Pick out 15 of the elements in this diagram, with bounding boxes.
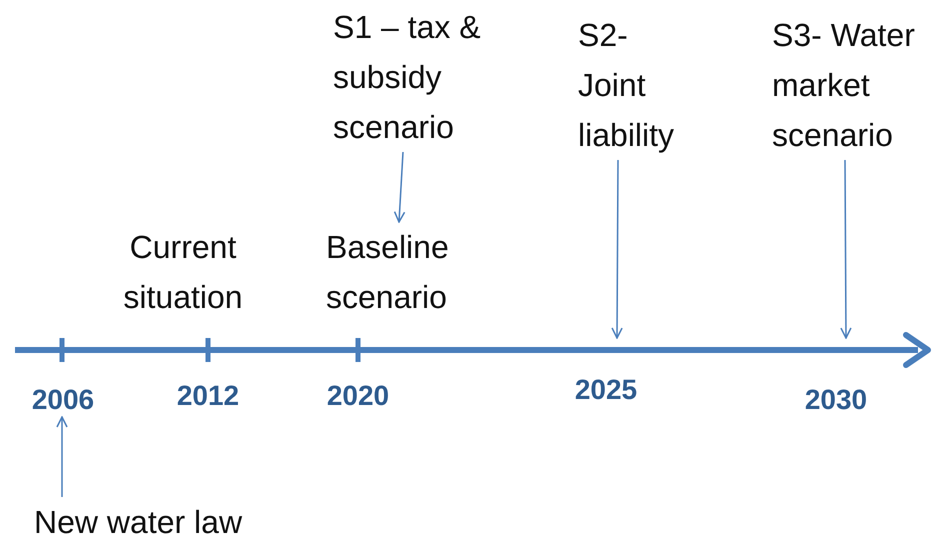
year-label: 2012 (176, 379, 240, 413)
arrow (56, 416, 68, 497)
scenario-label: S2- Joint liability (578, 10, 683, 160)
year-label: 2025 (574, 373, 638, 407)
year-label: 2030 (804, 383, 868, 417)
event-label: New water law (34, 497, 284, 538)
year-label: 2020 (326, 379, 390, 413)
arrow (840, 160, 852, 339)
year-label: 2006 (22, 383, 104, 417)
period-label: Current situation (122, 228, 244, 317)
scenario-label: S1 – tax & subsidy scenario (333, 2, 523, 152)
scenario-label: S3- Water market scenario (772, 10, 932, 160)
arrow (611, 160, 623, 339)
arrow (394, 152, 406, 223)
scenario-label: Baseline scenario (326, 222, 486, 322)
